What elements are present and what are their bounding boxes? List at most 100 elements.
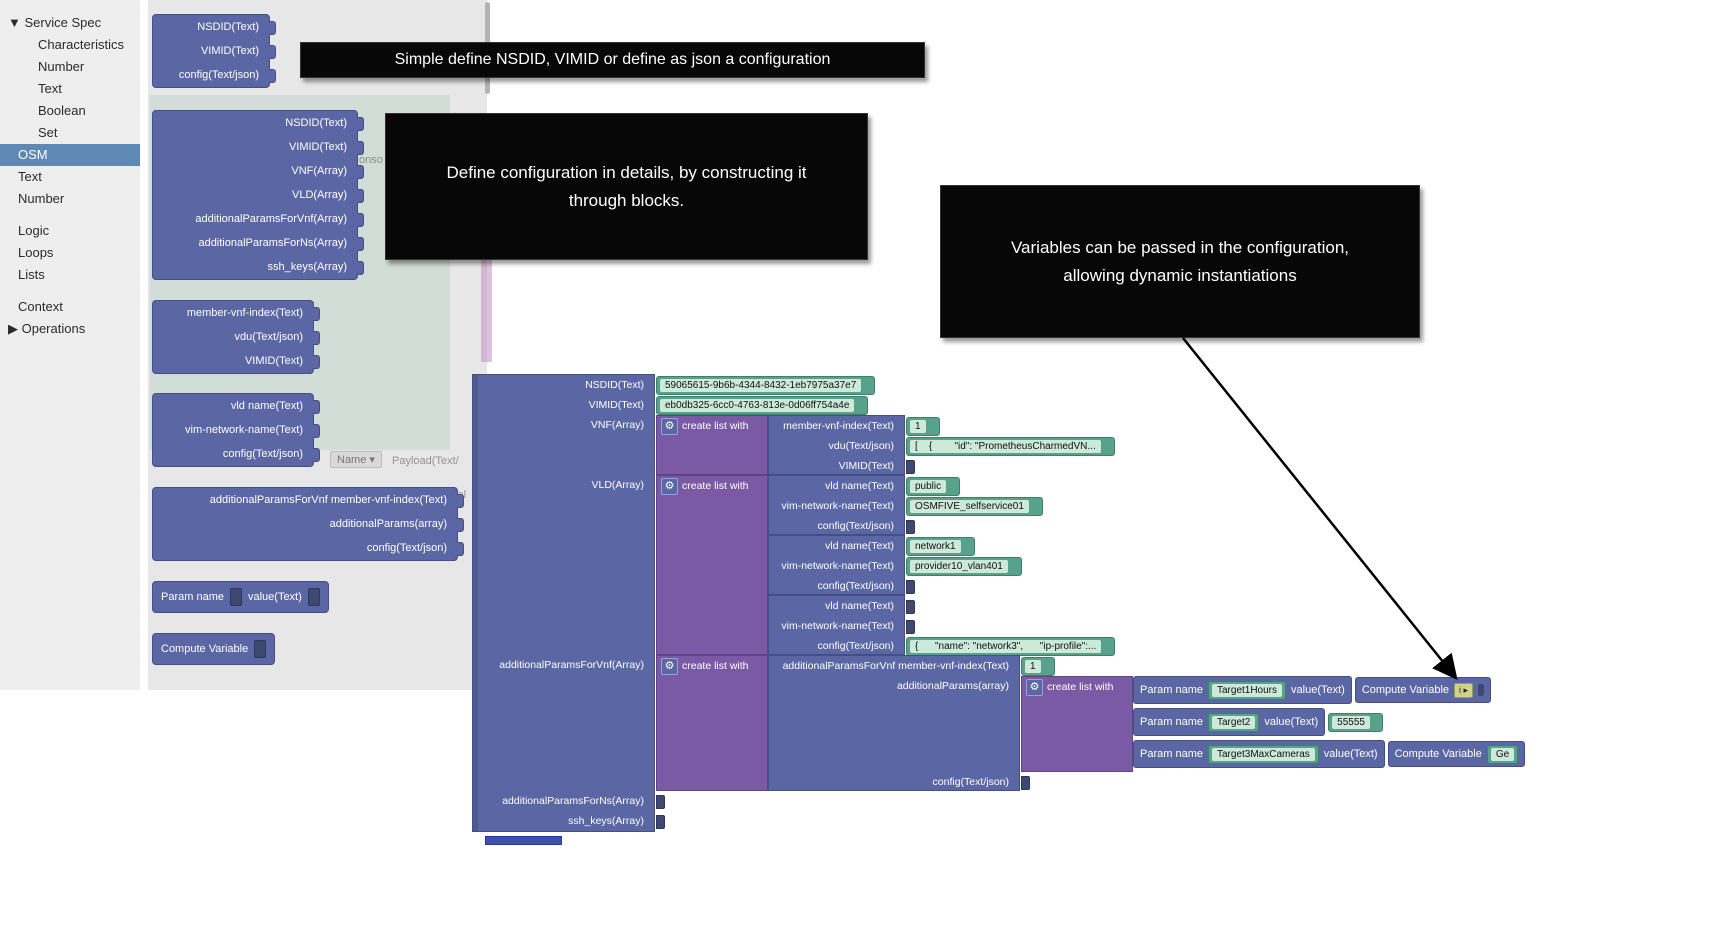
vld-create-list-block[interactable]: ⚙ create list with: [656, 475, 768, 655]
canvas-hint-payload-label: Payload(Text/: [392, 455, 459, 467]
vld-item-block[interactable]: vld name(Text) vim-network-name(Text) co…: [768, 595, 1116, 656]
param-name-field[interactable]: Target3MaxCameras: [1211, 747, 1315, 761]
sidebar-item-osm[interactable]: OSM: [0, 144, 140, 166]
apv-item-block[interactable]: additionalParamsForVnf member-vnf-index(…: [768, 655, 1526, 791]
palette-block-vnf[interactable]: member-vnf-index(Text) vdu(Text/json) VI…: [152, 300, 320, 374]
ns-config-block[interactable]: NSDID(Text) 59065615-9b6b-4344-8432-1eb7…: [472, 374, 1526, 832]
block-row-label: additionalParamsForVnf(Array): [153, 207, 364, 231]
sidebar-item-service-spec[interactable]: ▼ Service Spec: [8, 15, 102, 30]
compute-variable-block[interactable]: Compute Variable Ge: [1387, 741, 1526, 767]
vld-item-block[interactable]: vld name(Text) network1 vim-network-name…: [768, 535, 1022, 595]
sidebar-item-text[interactable]: Text: [38, 81, 62, 96]
value-label: value(Text): [1264, 716, 1319, 728]
compute-variable-label: Compute Variable: [1394, 748, 1482, 760]
apv-member-field[interactable]: 1: [1025, 660, 1041, 673]
vld-name-field[interactable]: public: [910, 480, 947, 493]
param-name-field[interactable]: Target2: [1211, 715, 1256, 729]
apv-member-value[interactable]: 1: [1021, 657, 1055, 676]
sidebar-item-loops[interactable]: Loops: [18, 245, 54, 260]
vld-name-value[interactable]: network1: [906, 537, 975, 556]
param-name-value[interactable]: Target3MaxCameras: [1207, 744, 1319, 764]
vnf-item-block[interactable]: member-vnf-index(Text) 1 vdu(Text/json) …: [768, 415, 1115, 475]
block-row-label: config(Text/json): [153, 442, 320, 466]
sidebar-item-set[interactable]: Set: [38, 125, 58, 140]
palette-block-param-pair[interactable]: Param name value(Text): [152, 581, 329, 613]
config-json-field[interactable]: { "name": "network3", "ip-profile":...: [910, 640, 1102, 653]
block-row-label: NSDID(Text): [153, 111, 364, 135]
config-json-value[interactable]: { "name": "network3", "ip-profile":...: [906, 637, 1116, 656]
palette-block-vld[interactable]: vld name(Text) vim-network-name(Text) co…: [152, 393, 320, 467]
sidebar-item-number-2[interactable]: Number: [18, 191, 65, 206]
variable-dropdown[interactable]: i ▸: [1454, 682, 1474, 698]
vimid-value-field[interactable]: eb0db325-6cc0-4763-813e-0d06ff754a4e: [660, 399, 855, 412]
vimid-value-block[interactable]: eb0db325-6cc0-4763-813e-0d06ff754a4e: [656, 396, 869, 415]
variable-getter-field[interactable]: Ge: [1490, 747, 1515, 761]
vim-network-name-value[interactable]: provider10_vlan401: [906, 557, 1022, 576]
create-list-label: create list with: [682, 420, 749, 432]
palette-block-ns-config-simple[interactable]: NSDID(Text) VIMID(Text) config(Text/json…: [152, 14, 276, 88]
sidebar-item-operations[interactable]: ▶ Operations: [8, 321, 86, 336]
sidebar-item-characteristics[interactable]: Characteristics: [38, 37, 124, 52]
vld-item-block[interactable]: vld name(Text) public vim-network-name(T…: [768, 475, 1043, 535]
vdu-value[interactable]: [ { "id": "PrometheusCharmedVN...: [906, 437, 1115, 456]
mutator-gear-icon[interactable]: ⚙: [661, 657, 678, 675]
partial-block-stub[interactable]: [485, 836, 562, 845]
param-pair-block[interactable]: Param name Target1Hours value(Text): [1133, 676, 1352, 704]
params-create-list-block[interactable]: ⚙ create list with: [1021, 676, 1133, 772]
apv-label: additionalParamsForVnf(Array): [499, 659, 644, 671]
param-pair-block[interactable]: Param name Target3MaxCameras value(Text): [1133, 740, 1385, 768]
compute-variable-label: Compute Variable: [161, 643, 249, 655]
additional-params-label: additionalParams(array): [896, 680, 1009, 692]
apv-create-list-block[interactable]: ⚙ create list with: [656, 655, 768, 791]
vim-network-name-field[interactable]: OSMFIVE_selfservice01: [910, 500, 1029, 513]
vim-network-name-label: vim-network-name(Text): [781, 620, 894, 632]
vim-network-name-field[interactable]: provider10_vlan401: [910, 560, 1008, 573]
empty-socket: [906, 620, 915, 634]
block-row-label: vld name(Text): [153, 394, 320, 418]
block-row-label: additionalParams(array): [153, 512, 464, 536]
vld-name-label: vld name(Text): [825, 480, 894, 492]
mutator-gear-icon[interactable]: ⚙: [661, 417, 678, 435]
param-name-value[interactable]: Target2: [1207, 712, 1260, 732]
annotation-note-simple-define: Simple define NSDID, VIMID or define as …: [300, 42, 925, 78]
member-vnf-index-field[interactable]: 1: [910, 420, 926, 433]
vnf-create-list-block[interactable]: ⚙ create list with: [656, 415, 768, 475]
member-vnf-index-value[interactable]: 1: [906, 417, 940, 436]
param-value-field[interactable]: 55555: [1332, 715, 1370, 729]
sidebar-item-text-2[interactable]: Text: [18, 169, 42, 184]
param-text-value[interactable]: 55555: [1328, 712, 1383, 732]
nsdid-value-field[interactable]: 59065615-9b6b-4344-8432-1eb7975a37e7: [660, 379, 862, 392]
variable-getter-block[interactable]: Ge: [1486, 744, 1519, 764]
param-name-label: Param name: [1140, 716, 1203, 728]
param-row: Param name Target3MaxCameras value(Text)…: [1133, 740, 1526, 768]
empty-socket: [307, 588, 320, 606]
vdu-json-field[interactable]: [ { "id": "PrometheusCharmedVN...: [910, 440, 1101, 453]
annotation-arrow: [1182, 337, 1458, 680]
block-row-label: config(Text/json): [153, 63, 276, 87]
palette-block-compute-variable[interactable]: Compute Variable: [152, 633, 276, 665]
vld-name-field[interactable]: network1: [910, 540, 961, 553]
palette-block-additional-params-vnf[interactable]: additionalParamsForVnf member-vnf-index(…: [152, 487, 464, 561]
sidebar-item-logic[interactable]: Logic: [18, 223, 50, 238]
param-name-field[interactable]: Target1Hours: [1211, 683, 1283, 697]
nsdid-value-block[interactable]: 59065615-9b6b-4344-8432-1eb7975a37e7: [656, 376, 876, 395]
block-row-label: additionalParamsForVnf member-vnf-index(…: [153, 488, 464, 512]
apn-label: additionalParamsForNs(Array): [502, 795, 644, 807]
sidebar-item-number[interactable]: Number: [38, 59, 85, 74]
vim-network-name-value[interactable]: OSMFIVE_selfservice01: [906, 497, 1043, 516]
compute-variable-block[interactable]: Compute Variable i ▸: [1354, 677, 1492, 703]
param-pair-block[interactable]: Param name Target2 value(Text): [1133, 708, 1326, 736]
sidebar-item-lists[interactable]: Lists: [18, 267, 45, 282]
vld-name-value[interactable]: public: [906, 477, 961, 496]
annotation-note-variables: Variables can be passed in the configura…: [940, 185, 1420, 338]
create-list-label: create list with: [682, 660, 749, 672]
block-row-label: vim-network-name(Text): [153, 418, 320, 442]
workspace-canvas[interactable]: NSDID(Text) 59065615-9b6b-4344-8432-1eb7…: [472, 374, 1526, 832]
sidebar-item-context[interactable]: Context: [18, 299, 63, 314]
sidebar-item-boolean[interactable]: Boolean: [38, 103, 86, 118]
palette-block-ns-config-full[interactable]: NSDID(Text) VIMID(Text) VNF(Array) VLD(A…: [152, 110, 364, 280]
param-name-value[interactable]: Target1Hours: [1207, 680, 1287, 700]
mutator-gear-icon[interactable]: ⚙: [1026, 678, 1043, 696]
mutator-gear-icon[interactable]: ⚙: [661, 477, 678, 495]
